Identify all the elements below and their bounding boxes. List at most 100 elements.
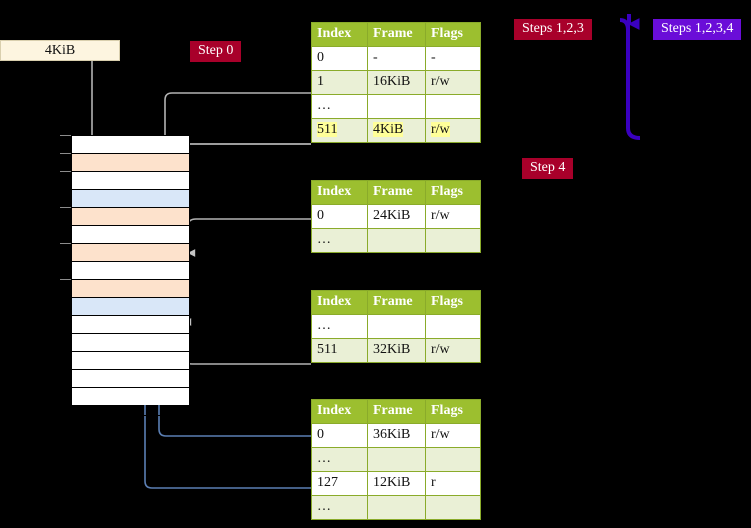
table-header-row: Index Frame Flags — [311, 399, 481, 424]
memory-frame-row — [72, 225, 189, 243]
col-header-index: Index — [311, 290, 368, 315]
table-row: … — [311, 447, 481, 472]
cell-index: 511 — [311, 118, 368, 143]
cell-flags — [425, 94, 481, 119]
table-header-row: Index Frame Flags — [311, 290, 481, 315]
cell-index: 127 — [311, 471, 368, 496]
badge-step-4: Step 4 — [522, 158, 574, 179]
badge-step-4-label: Step 4 — [530, 160, 566, 175]
cell-index: … — [311, 94, 368, 119]
cell-frame — [367, 228, 426, 253]
cell-frame — [367, 94, 426, 119]
memory-frame-row — [72, 387, 189, 405]
memory-frame-row — [72, 279, 189, 297]
cell-frame: 4KiB — [367, 118, 426, 143]
memory-tick — [60, 171, 71, 172]
cell-frame: - — [367, 46, 426, 71]
badge-steps-1234-label: Steps 1,2,3,4 — [661, 21, 734, 36]
kib-label-text: 4KiB — [44, 43, 76, 58]
wire-t0row511-stub — [177, 143, 311, 152]
cell-flags: r/w — [425, 338, 481, 363]
cell-frame — [367, 314, 426, 339]
table-header-row: Index Frame Flags — [311, 180, 481, 205]
highlighted-value: 4KiB — [373, 122, 404, 137]
cell-flags — [425, 495, 481, 520]
memory-frame-row — [72, 153, 189, 171]
cell-frame — [367, 495, 426, 520]
cell-index: 511 — [311, 338, 368, 363]
cell-flags — [425, 314, 481, 339]
memory-frame-row — [72, 189, 189, 207]
wire-t2-to-memory — [183, 320, 311, 365]
memory-tick — [60, 207, 71, 208]
memory-frame-row — [72, 369, 189, 387]
col-header-frame: Frame — [367, 290, 426, 315]
memory-frame-row — [72, 333, 189, 351]
memory-frame-row — [72, 261, 189, 279]
cell-flags: r — [425, 471, 481, 496]
memory-frame-row — [72, 135, 189, 153]
table-row: … — [311, 228, 481, 253]
kib-label-box: 4KiB — [0, 40, 120, 61]
col-header-frame: Frame — [367, 22, 426, 47]
col-header-flags: Flags — [425, 22, 481, 47]
cell-index: 0 — [311, 204, 368, 229]
table-row: 511 4KiB r/w — [311, 118, 481, 143]
cell-index: 0 — [311, 46, 368, 71]
highlighted-value: r/w — [431, 122, 450, 137]
col-header-flags: Flags — [425, 180, 481, 205]
physical-memory-column — [71, 135, 190, 416]
memory-tick — [60, 135, 71, 136]
col-header-flags: Flags — [425, 399, 481, 424]
col-header-frame: Frame — [367, 399, 426, 424]
memory-tick — [60, 279, 71, 280]
col-header-flags: Flags — [425, 290, 481, 315]
cell-frame: 36KiB — [367, 423, 426, 448]
wire-t1-to-memory-a — [187, 218, 311, 250]
cell-frame: 16KiB — [367, 70, 426, 95]
memory-frame-row — [72, 243, 189, 261]
table-row: … — [311, 495, 481, 520]
cell-frame — [367, 447, 426, 472]
wire-steps-bracket — [619, 18, 641, 140]
cell-frame: 32KiB — [367, 338, 426, 363]
badge-steps-123: Steps 1,2,3 — [514, 19, 592, 40]
cell-flags — [425, 447, 481, 472]
col-header-index: Index — [311, 180, 368, 205]
badge-steps-123-label: Steps 1,2,3 — [522, 21, 584, 36]
highlighted-value: 511 — [317, 122, 338, 137]
badge-step-0-label: Step 0 — [198, 43, 234, 58]
cell-flags — [425, 228, 481, 253]
memory-frame-row — [72, 351, 189, 369]
cell-index: … — [311, 314, 368, 339]
badge-step-0: Step 0 — [190, 41, 242, 62]
cell-flags: r/w — [425, 118, 481, 143]
cell-flags: r/w — [425, 423, 481, 448]
cell-frame: 24KiB — [367, 204, 426, 229]
cell-index: 0 — [311, 423, 368, 448]
cell-flags: r/w — [425, 204, 481, 229]
memory-tick — [60, 243, 71, 244]
cell-index: … — [311, 228, 368, 253]
memory-frame-row — [72, 297, 189, 315]
cell-index: … — [311, 447, 368, 472]
memory-frame-row — [72, 171, 189, 189]
table-row: … — [311, 94, 481, 119]
memory-frame-row — [72, 315, 189, 333]
badge-steps-1234: Steps 1,2,3,4 — [653, 19, 742, 40]
table-row: … — [311, 314, 481, 339]
cell-flags: - — [425, 46, 481, 71]
table-header-row: Index Frame Flags — [311, 22, 481, 47]
